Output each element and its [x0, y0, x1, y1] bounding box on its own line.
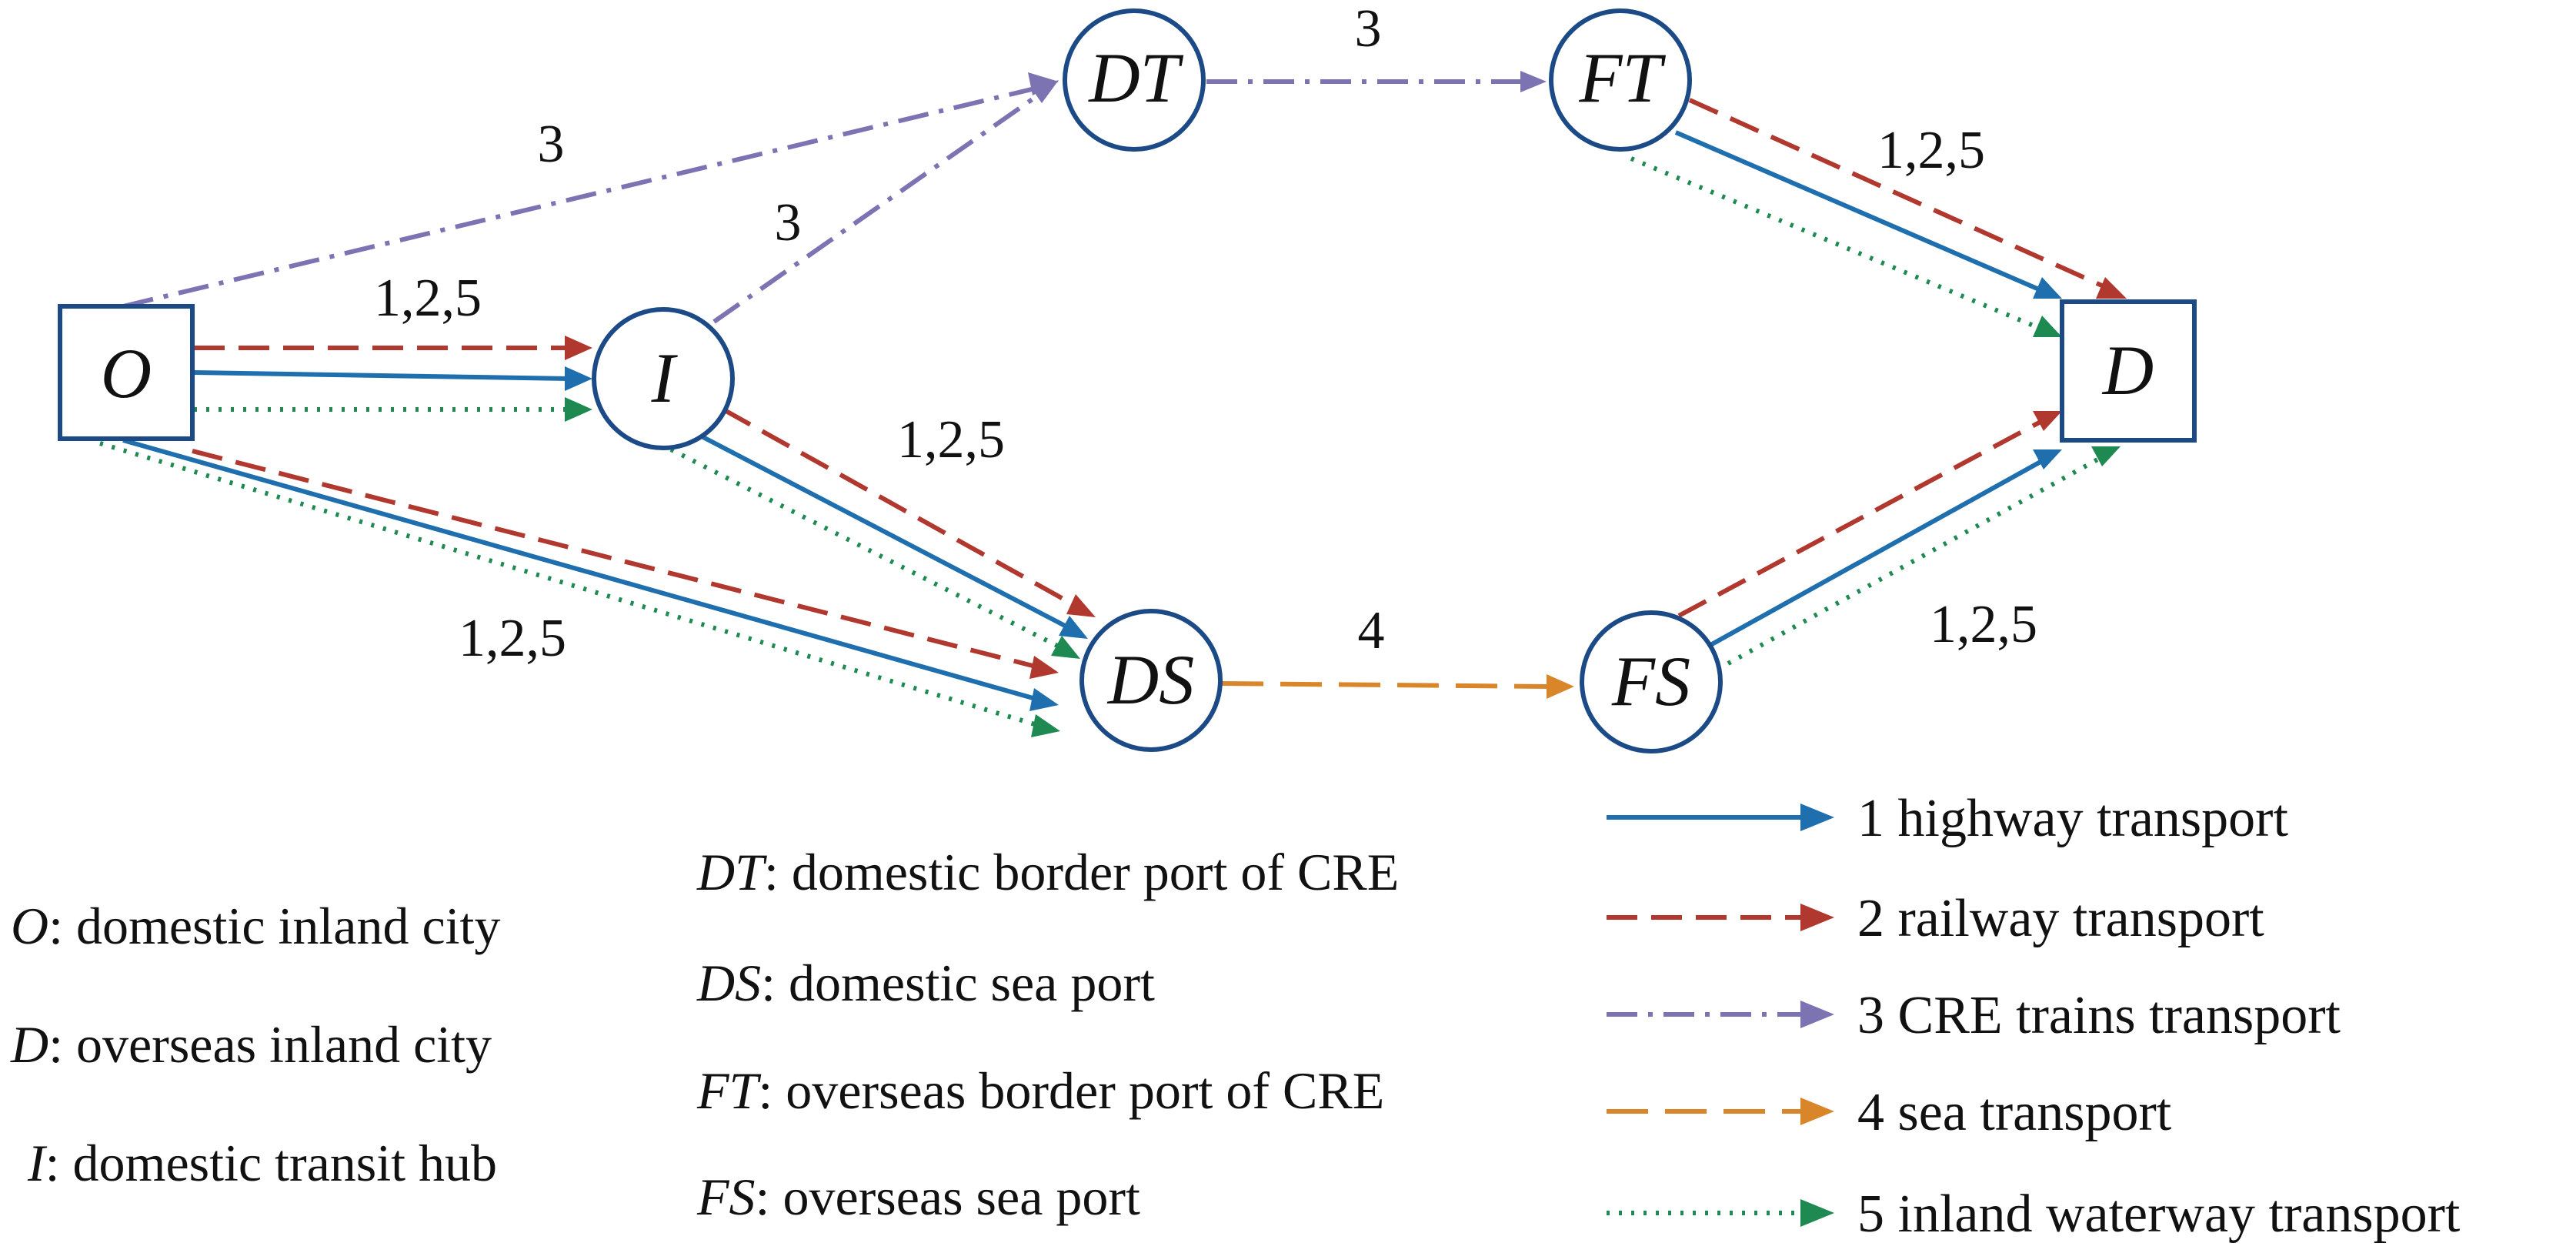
edge-o-dt-cre — [122, 82, 1052, 309]
node-o-box — [58, 304, 195, 441]
legend-arrow-railway — [1800, 904, 1834, 931]
node-ft-circle — [1549, 8, 1692, 152]
node-dt-label: DT — [1087, 38, 1183, 117]
arrowhead-ft-d-railway — [2096, 277, 2127, 299]
arrowhead-ds-fs-sea — [1547, 674, 1574, 699]
legend-item-waterway: 5 inland waterway transport — [1607, 1185, 2461, 1244]
legend-label-sea: 4 sea transport — [1857, 1083, 2172, 1142]
nodes: O I DT FT DS FS D — [58, 8, 2197, 753]
legend-arrow-waterway — [1800, 1199, 1834, 1227]
node-d-box — [2060, 299, 2197, 443]
arrowhead-fs-d-waterway — [2091, 446, 2121, 466]
definition-ft: FT: overseas border port of CRE — [696, 1061, 1384, 1120]
legend-label-cre: 3 CRE trains transport — [1857, 986, 2341, 1045]
label-o-i: 1,2,5 — [374, 269, 482, 328]
node-fs-circle — [1580, 610, 1723, 753]
arrowhead-i-ds-railway — [1066, 594, 1096, 617]
legend-item-sea: 4 sea transport — [1607, 1083, 2172, 1142]
definition-d: D: overseas inland city — [10, 1015, 492, 1074]
definition-ds: DS: domestic sea port — [696, 954, 1155, 1012]
arrowhead-o-i-railway — [565, 336, 592, 360]
edge-ds-fs-sea — [1221, 681, 1550, 689]
arrowhead-ft-d-waterway — [2033, 316, 2062, 337]
node-dt-circle — [1063, 8, 1206, 152]
definition-o: O: domestic inland city — [11, 897, 500, 955]
edge-i-ds-railway — [722, 407, 1076, 607]
edge-ft-d-waterway — [1630, 156, 2040, 330]
node-i-circle — [592, 307, 735, 450]
edge-i-ds-highway — [699, 433, 1068, 629]
arrowhead-o-i-waterway — [565, 397, 592, 422]
legend-arrow-highway — [1800, 804, 1834, 831]
node-fs-label: FS — [1611, 642, 1690, 720]
arrowhead-ft-d-highway — [2033, 277, 2062, 299]
label-o-ds: 1,2,5 — [459, 609, 566, 668]
label-o-dt: 3 — [538, 115, 565, 174]
edge-o-ds-railway — [192, 449, 1036, 669]
arrowhead-i-dt-cre — [1031, 80, 1059, 103]
arrowhead-fs-d-railway — [2033, 411, 2062, 431]
label-i-dt: 3 — [775, 193, 802, 252]
label-dt-ft: 3 — [1355, 0, 1382, 58]
arrowhead-o-i-highway — [565, 366, 592, 391]
edge-ft-d-highway — [1674, 130, 2040, 292]
label-ds-fs: 4 — [1358, 601, 1385, 660]
edge-fs-d-railway — [1677, 419, 2042, 618]
edges — [99, 71, 2127, 737]
label-i-ds: 1,2,5 — [897, 410, 1005, 469]
arrowhead-fs-d-highway — [2033, 449, 2062, 469]
legend-arrow-cre — [1800, 1001, 1834, 1028]
legend-label-waterway: 5 inland waterway transport — [1857, 1185, 2461, 1244]
edge-i-dt-cre — [712, 84, 1053, 324]
arrowhead-i-ds-waterway — [1051, 636, 1080, 659]
node-ds-circle — [1079, 609, 1223, 752]
edge-o-ds-waterway — [99, 441, 1038, 727]
legend-item-railway: 2 railway transport — [1607, 889, 2264, 948]
node-i-label: I — [651, 339, 679, 417]
label-ft-d: 1,2,5 — [1877, 121, 1985, 180]
legend: 1 highway transport 2 railway transport … — [1607, 789, 2461, 1244]
legend-item-highway: 1 highway transport — [1607, 789, 2288, 848]
label-fs-d: 1,2,5 — [1930, 595, 2037, 654]
definitions: O: domestic inland city D: overseas inla… — [10, 843, 1399, 1226]
arrowhead-o-ds-waterway — [1031, 714, 1060, 737]
legend-label-railway: 2 railway transport — [1857, 889, 2264, 948]
legend-arrow-sea — [1800, 1098, 1834, 1125]
edge-fs-d-highway — [1703, 459, 2042, 650]
arrowhead-o-ds-railway — [1029, 656, 1059, 679]
edge-o-ds-highway — [122, 438, 1036, 701]
arrowhead-o-ds-highway — [1029, 688, 1059, 711]
edge-ft-d-railway — [1688, 98, 2105, 289]
node-d-label: D — [2101, 331, 2154, 409]
definition-fs: FS: overseas sea port — [696, 1168, 1140, 1226]
definition-dt: DT: domestic border port of CRE — [696, 843, 1399, 901]
arrowhead-i-ds-highway — [1059, 616, 1088, 639]
arrowhead-dt-ft-cre — [1520, 71, 1547, 92]
node-ft-label: FT — [1578, 38, 1666, 117]
legend-item-cre: 3 CRE trains transport — [1607, 986, 2341, 1045]
edge-fs-d-waterway — [1727, 456, 2101, 666]
edge-i-ds-waterway — [669, 447, 1060, 649]
legend-label-highway: 1 highway transport — [1857, 789, 2288, 848]
definition-i: I: domestic transit hub — [27, 1134, 497, 1192]
node-ds-label: DS — [1106, 640, 1194, 719]
node-o-label: O — [101, 334, 152, 413]
edge-o-i-highway — [193, 370, 570, 381]
edge-labels: 3 3 3 1,2,5 1,2,5 1,2,5 4 1,2,5 1,2,5 — [374, 0, 2037, 668]
